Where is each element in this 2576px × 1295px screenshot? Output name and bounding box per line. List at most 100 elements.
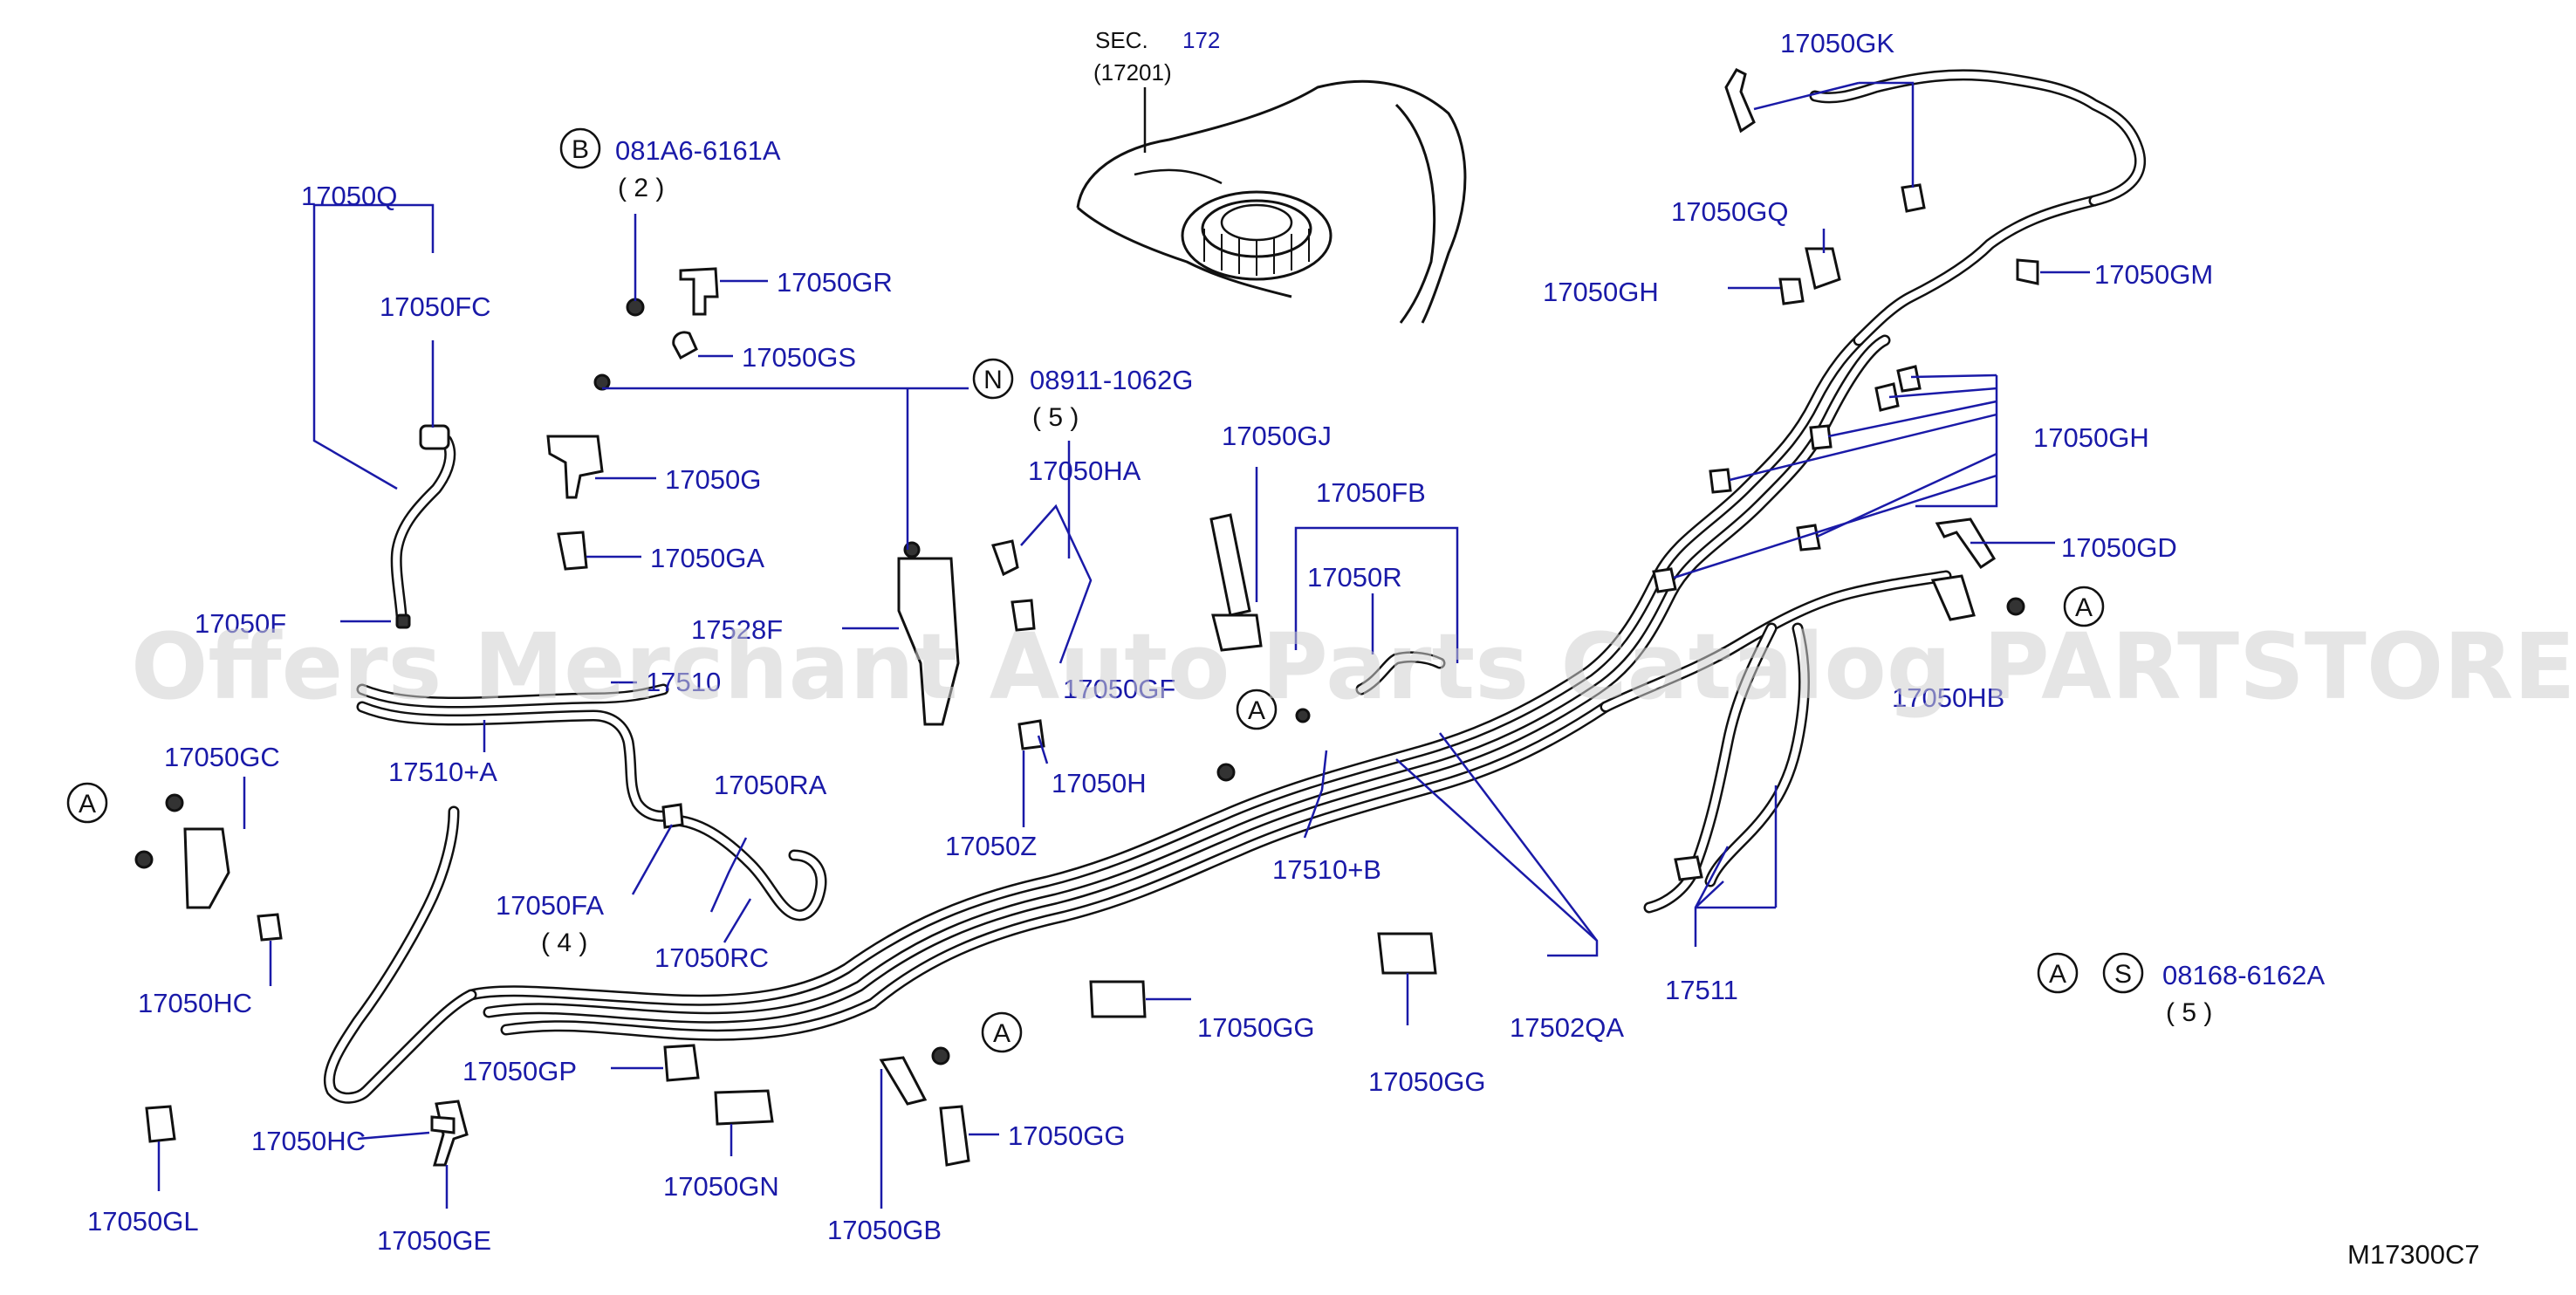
label-17510[interactable]: 17510 bbox=[646, 667, 721, 697]
label-17050RA[interactable]: 17050RA bbox=[714, 770, 827, 800]
label-17050FA[interactable]: 17050FA bbox=[496, 890, 604, 921]
label-17050FB[interactable]: 17050FB bbox=[1316, 477, 1426, 508]
label-081A6-6161A[interactable]: 081A6-6161A bbox=[615, 135, 781, 166]
bolt-a-left bbox=[165, 793, 184, 812]
label-17050G[interactable]: 17050G bbox=[665, 464, 761, 495]
label-17050GJ[interactable]: 17050GJ bbox=[1222, 421, 1332, 451]
label-17050GH-right[interactable]: 17050GH bbox=[2033, 422, 2149, 453]
label-17050GA[interactable]: 17050GA bbox=[650, 543, 764, 573]
bracket-17528F bbox=[897, 557, 960, 726]
part-labels: SEC. 172 (17201) 17050Q 17050FC 081A6-61… bbox=[87, 27, 2480, 1270]
qty-08911-1062G: ( 5 ) bbox=[1032, 403, 1079, 432]
label-17050F[interactable]: 17050F bbox=[195, 608, 286, 639]
label-08168-6162A[interactable]: 08168-6162A bbox=[2162, 960, 2325, 990]
label-17528F[interactable]: 17528F bbox=[691, 614, 783, 645]
label-17050GS[interactable]: 17050GS bbox=[742, 342, 856, 373]
marker-a-left bbox=[66, 782, 108, 824]
label-17050GF[interactable]: 17050GF bbox=[1063, 674, 1175, 704]
label-17050GM[interactable]: 17050GM bbox=[2094, 259, 2213, 290]
label-17050HA[interactable]: 17050HA bbox=[1028, 456, 1141, 486]
marker-a-center bbox=[1236, 689, 1278, 730]
label-17050GD[interactable]: 17050GD bbox=[2061, 532, 2177, 563]
bracket-17050GR bbox=[679, 267, 719, 316]
label-17050GP[interactable]: 17050GP bbox=[462, 1056, 577, 1086]
bracket-17050G bbox=[546, 435, 604, 499]
label-17502QA[interactable]: 17502QA bbox=[1510, 1012, 1624, 1043]
bolt-a-bottom bbox=[931, 1046, 950, 1065]
label-17510A[interactable]: 17510+A bbox=[388, 757, 497, 787]
label-17050GR[interactable]: 17050GR bbox=[777, 267, 893, 298]
clip-17050FA bbox=[661, 803, 684, 829]
label-17050H[interactable]: 17050H bbox=[1052, 768, 1147, 798]
marker-a-left-letter: A bbox=[79, 790, 96, 819]
label-17050Z[interactable]: 17050Z bbox=[945, 831, 1037, 861]
label-17050GH-top[interactable]: 17050GH bbox=[1543, 277, 1659, 307]
bolt-left-2 bbox=[134, 850, 154, 869]
bolt-a-right bbox=[2006, 597, 2025, 616]
clip-17050GG-a bbox=[1089, 980, 1147, 1018]
bracket-17050FB bbox=[1211, 613, 1263, 652]
label-17050GG-b[interactable]: 17050GG bbox=[1368, 1066, 1485, 1097]
bracket-17050GD bbox=[1935, 517, 1997, 570]
marker-s-letter: S bbox=[2114, 960, 2132, 989]
label-17050R[interactable]: 17050R bbox=[1307, 562, 1402, 593]
clip-17050GH-c bbox=[1809, 424, 1833, 450]
label-17510B[interactable]: 17510+B bbox=[1272, 854, 1381, 885]
callout-leaders bbox=[157, 81, 2090, 1209]
label-17050HC-bottom[interactable]: 17050HC bbox=[251, 1126, 366, 1156]
clip-17050GG-b bbox=[1377, 932, 1437, 975]
section-ref-prefix: SEC. bbox=[1095, 27, 1148, 53]
main-fuel-pipe-bundle bbox=[323, 69, 2147, 1104]
marker-b-letter: B bbox=[572, 135, 589, 164]
nut-center bbox=[1295, 708, 1311, 723]
clip-17050GH-e bbox=[1796, 524, 1821, 552]
clip-17050GP bbox=[663, 1044, 700, 1082]
label-17050GC[interactable]: 17050GC bbox=[164, 742, 280, 772]
part-clips-and-brackets bbox=[134, 68, 2039, 1167]
clip-17050GN bbox=[714, 1089, 774, 1126]
label-17050GL[interactable]: 17050GL bbox=[87, 1206, 199, 1237]
clip-17050GM bbox=[2016, 258, 2039, 285]
marker-a-right-letter: A bbox=[2075, 593, 2093, 622]
watermark: Offers Merchant Auto Parts Catalog PARTS… bbox=[131, 613, 2576, 720]
qty-17050FA: ( 4 ) bbox=[541, 928, 587, 957]
clip-17050GH-a bbox=[1896, 365, 1922, 393]
marker-a-right bbox=[2063, 586, 2105, 627]
label-17050Q[interactable]: 17050Q bbox=[301, 181, 397, 211]
section-ref-number[interactable]: 172 bbox=[1182, 27, 1220, 53]
clip-17050GQ bbox=[1805, 247, 1841, 290]
clip-17050GH-f bbox=[1652, 567, 1677, 593]
clip-17050GF bbox=[1011, 599, 1036, 632]
clip-17050GS bbox=[672, 331, 698, 360]
label-17050FC[interactable]: 17050FC bbox=[380, 291, 491, 322]
clip-17050HA bbox=[991, 539, 1019, 577]
label-17050GE[interactable]: 17050GE bbox=[377, 1225, 491, 1256]
clip-17050H bbox=[1017, 719, 1045, 750]
nut-08911-1062G bbox=[593, 373, 611, 391]
fitting-17050GK bbox=[1724, 68, 1756, 134]
label-17050HC-left[interactable]: 17050HC bbox=[138, 988, 252, 1018]
cap-17050F bbox=[395, 613, 411, 629]
label-17050RC[interactable]: 17050RC bbox=[654, 942, 769, 973]
marker-a-legend-letter: A bbox=[2049, 960, 2066, 989]
label-17050GN[interactable]: 17050GN bbox=[663, 1171, 779, 1202]
label-17050HB[interactable]: 17050HB bbox=[1892, 682, 2004, 713]
label-17050GG-c[interactable]: 17050GG bbox=[1008, 1120, 1125, 1151]
label-17050GK[interactable]: 17050GK bbox=[1780, 28, 1894, 58]
clip-17050HC-left bbox=[257, 913, 283, 942]
label-17050GB[interactable]: 17050GB bbox=[827, 1215, 942, 1245]
label-17050GQ[interactable]: 17050GQ bbox=[1671, 196, 1788, 227]
clip-17050GH-d bbox=[1709, 468, 1732, 494]
marker-b bbox=[559, 127, 601, 169]
marker-a-bottom bbox=[981, 1011, 1023, 1053]
label-17050GG-a[interactable]: 17050GG bbox=[1197, 1012, 1314, 1043]
figure-code: M17300C7 bbox=[2347, 1239, 2480, 1270]
qty-08168-6162A: ( 5 ) bbox=[2166, 998, 2212, 1027]
clip-17050FC bbox=[419, 424, 450, 450]
clip-17050GL bbox=[145, 1105, 176, 1143]
clip-17050GG-c bbox=[939, 1105, 970, 1167]
label-17511[interactable]: 17511 bbox=[1665, 975, 1738, 1005]
circle-markers: B N A A A A A S bbox=[66, 127, 2144, 1053]
label-08911-1062G[interactable]: 08911-1062G bbox=[1030, 365, 1193, 395]
marker-n-letter: N bbox=[983, 366, 1003, 394]
